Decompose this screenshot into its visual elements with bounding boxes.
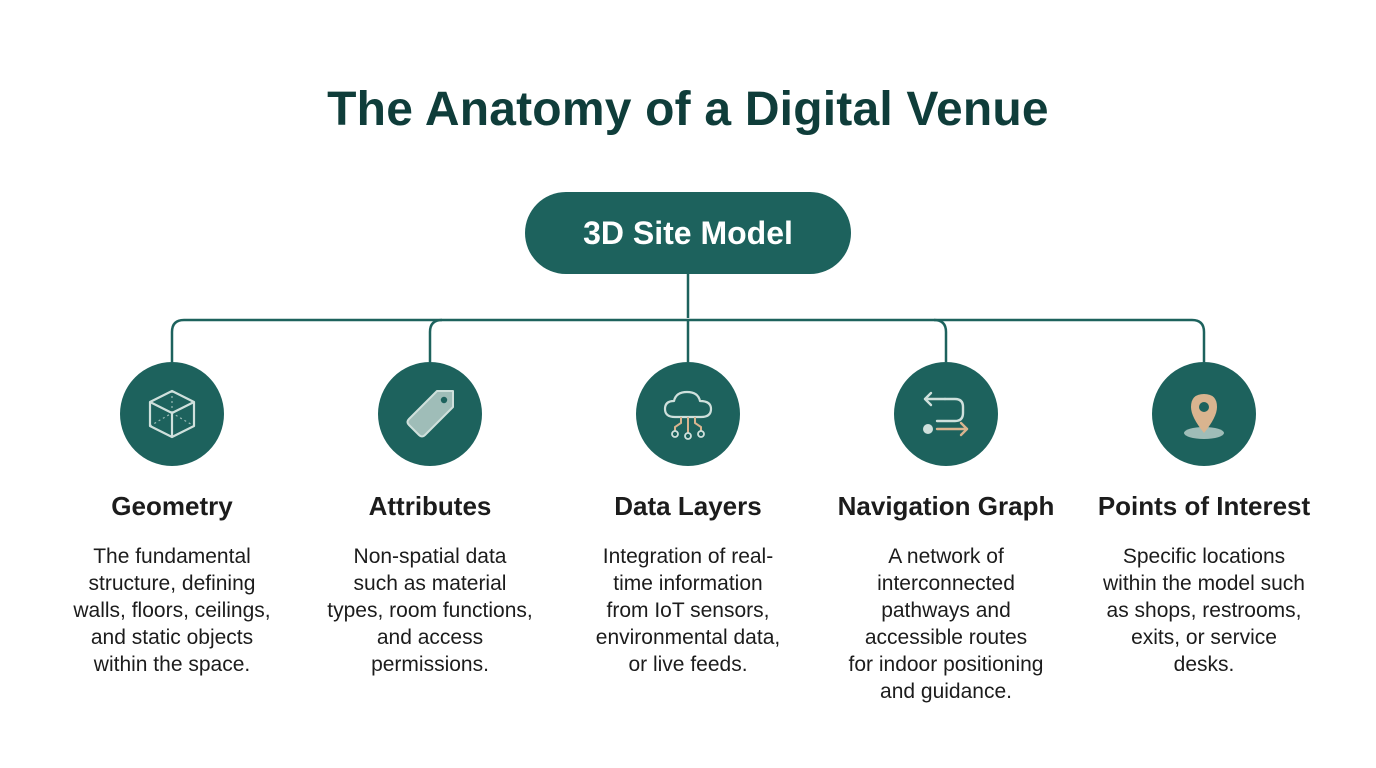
root-node-label: 3D Site Model [583,214,793,251]
root-node-site-model: 3D Site Model [525,192,851,274]
node-navigation-graph-circle [894,362,998,466]
node-attributes-title: Attributes [368,491,492,521]
cube-icon [148,389,196,439]
node-points-of-interest-circle [1152,362,1256,466]
cloud-network-icon [663,390,713,440]
connector-attributes [428,318,443,362]
tag-icon [406,390,454,438]
node-data-layers-title: Data Layers [614,491,762,521]
page-title: The Anatomy of a Digital Venue [327,83,1049,136]
node-geometry-circle [120,362,224,466]
node-geometry-title: Geometry [111,491,233,521]
connector-navigation [933,318,948,362]
node-navigation-graph-description: A network of interconnected pathways and… [848,545,1044,703]
node-points-of-interest-title: Points of Interest [1097,491,1311,521]
route-arrows-icon [923,391,969,437]
node-data-layers-description: Integration of real- time information fr… [595,545,781,676]
node-data-layers-circle [636,362,740,466]
node-attributes-description: Non-spatial data such as material types,… [327,545,533,676]
node-geometry-description: The fundamental structure, defining wall… [73,545,271,676]
node-points-of-interest-description: Specific locations within the model such… [1103,545,1305,676]
node-navigation-graph-title: Navigation Graph [837,491,1055,521]
node-attributes-circle [378,362,482,466]
location-pin-icon [1184,394,1224,439]
